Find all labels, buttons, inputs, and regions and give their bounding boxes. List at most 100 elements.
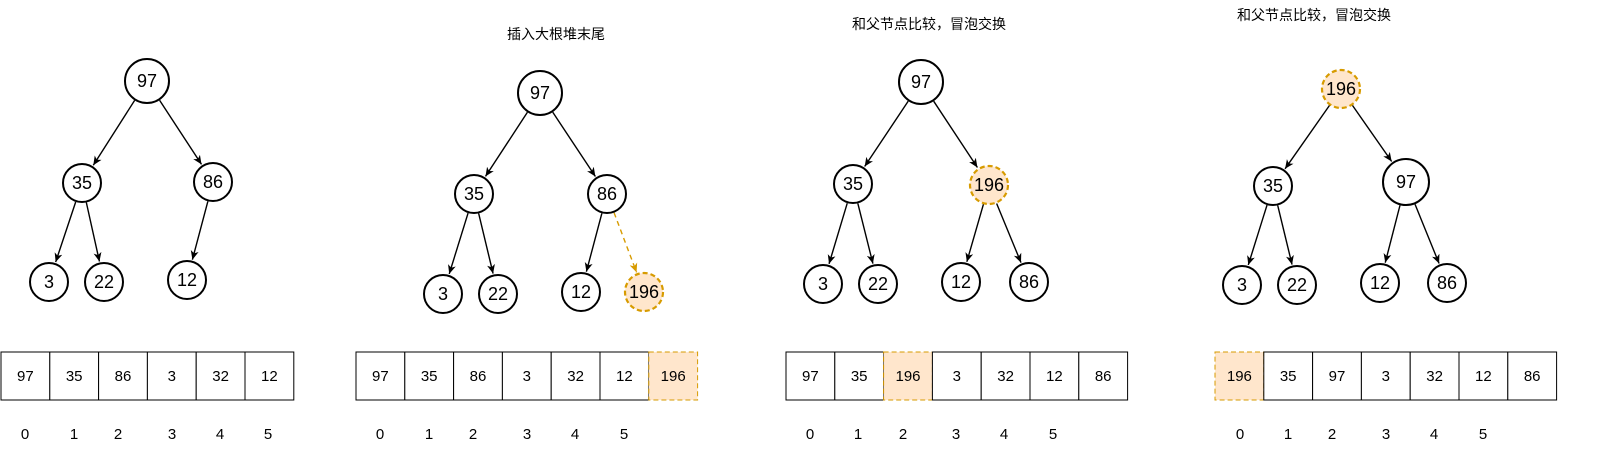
- array-cell-value: 86: [1524, 368, 1541, 385]
- array-cell: [1029, 351, 1080, 401]
- tree-edge: [613, 212, 638, 273]
- array-index-label: 0: [806, 426, 814, 443]
- array-cell: [1263, 351, 1314, 401]
- array-cell-value: 3: [523, 368, 531, 385]
- tree-edge: [158, 99, 203, 165]
- tree-node: [1382, 158, 1430, 206]
- tree-node-label: 22: [868, 274, 888, 294]
- tree-edge: [92, 100, 136, 166]
- array-cell-value: 3: [168, 368, 176, 385]
- array-cell: [1312, 351, 1362, 401]
- tree-edge: [1351, 104, 1393, 162]
- tree-node-label: 97: [137, 71, 157, 91]
- array-cell: [1507, 351, 1558, 401]
- array-cell-value: 196: [1227, 368, 1252, 385]
- array-cell-value: 86: [115, 368, 132, 385]
- array-index-label: 5: [264, 426, 272, 443]
- tree-node: [968, 164, 1010, 206]
- tree-node: [423, 274, 463, 314]
- array-cell-value: 97: [802, 368, 819, 385]
- tree-node: [84, 262, 124, 302]
- tree-node-label: 35: [843, 174, 863, 194]
- tree-node-label: 196: [629, 282, 659, 302]
- array-cell-value: 12: [1046, 368, 1063, 385]
- array-index-label: 1: [425, 426, 433, 443]
- array-index-label: 3: [952, 426, 960, 443]
- tree-node-label: 196: [1326, 79, 1356, 99]
- array-index-label: 3: [1382, 426, 1390, 443]
- tree-edge: [484, 111, 529, 177]
- tree-node: [1277, 265, 1317, 305]
- array-index-label: 2: [1328, 426, 1336, 443]
- tree-node-label: 97: [1396, 172, 1416, 192]
- tree-node-label: 35: [1263, 176, 1283, 196]
- array-index-label: 5: [1479, 426, 1487, 443]
- tree-node: [1427, 263, 1467, 303]
- array-index-label: 4: [571, 426, 579, 443]
- array-cell-value: 196: [661, 368, 686, 385]
- array-cell: [785, 351, 836, 401]
- tree-node: [1253, 166, 1293, 206]
- array-cell-value: 35: [1280, 368, 1297, 385]
- tree-node-label: 86: [1437, 273, 1457, 293]
- array-index-label: 2: [899, 426, 907, 443]
- tree-node: [587, 174, 627, 214]
- tree-node: [62, 163, 102, 203]
- panel-4-title: 和父节点比较，冒泡交换: [1237, 8, 1391, 24]
- array-index-label: 2: [114, 426, 122, 443]
- tree-node-label: 22: [94, 272, 114, 292]
- array-index-label: 0: [376, 426, 384, 443]
- panel-2-title: 插入大根堆末尾: [507, 27, 605, 43]
- array-cell: [453, 351, 503, 401]
- tree-node-label: 3: [1237, 275, 1247, 295]
- tree-node-label: 86: [203, 172, 223, 192]
- tree-edge: [477, 213, 495, 274]
- tree-node: [561, 272, 601, 312]
- tree-edge: [1414, 203, 1440, 264]
- tree-edge: [864, 100, 909, 167]
- array-cell: [1078, 351, 1129, 401]
- array-cell: [0, 351, 51, 401]
- array-cell-value: 97: [17, 368, 34, 385]
- array-cell-value: 32: [997, 368, 1014, 385]
- panel-3-title: 和父节点比较，冒泡交换: [852, 17, 1006, 33]
- tree-edge: [1284, 104, 1331, 170]
- tree-edge: [1383, 205, 1401, 263]
- array-cell-value: 35: [851, 368, 868, 385]
- tree-node: [858, 264, 898, 304]
- tree-edge: [190, 201, 209, 260]
- array-cell-value: 97: [1329, 368, 1346, 385]
- tree-node-label: 97: [911, 72, 931, 92]
- array-cell: [931, 351, 982, 401]
- array-cell-value: 86: [470, 368, 487, 385]
- tree-edge: [933, 100, 979, 168]
- tree-node-label: 86: [1019, 272, 1039, 292]
- tree-node: [1222, 265, 1262, 305]
- tree-edge: [995, 203, 1022, 263]
- tree-node: [1360, 263, 1400, 303]
- tree-edge: [552, 111, 596, 177]
- tree-node-label: 22: [1287, 275, 1307, 295]
- array-index-label: 3: [168, 426, 176, 443]
- array-index-label: 1: [854, 426, 862, 443]
- array-index-label: 0: [1236, 426, 1244, 443]
- tree-node-label: 12: [1370, 273, 1390, 293]
- tree-edge: [1247, 204, 1268, 266]
- array-index-label: 1: [70, 426, 78, 443]
- array-cell-value: 35: [421, 368, 438, 385]
- array-cell-value: 35: [66, 368, 83, 385]
- array-cell-value: 32: [567, 368, 584, 385]
- array-cell: [195, 351, 246, 401]
- array-cell-value: 3: [953, 368, 961, 385]
- array-index-label: 0: [21, 426, 29, 443]
- array-index-label: 4: [216, 426, 224, 443]
- tree-node-label: 12: [571, 282, 591, 302]
- tree-edge: [448, 212, 469, 275]
- tree-node-label: 12: [951, 272, 971, 292]
- array-index-label: 4: [1000, 426, 1008, 443]
- tree-node: [517, 70, 563, 116]
